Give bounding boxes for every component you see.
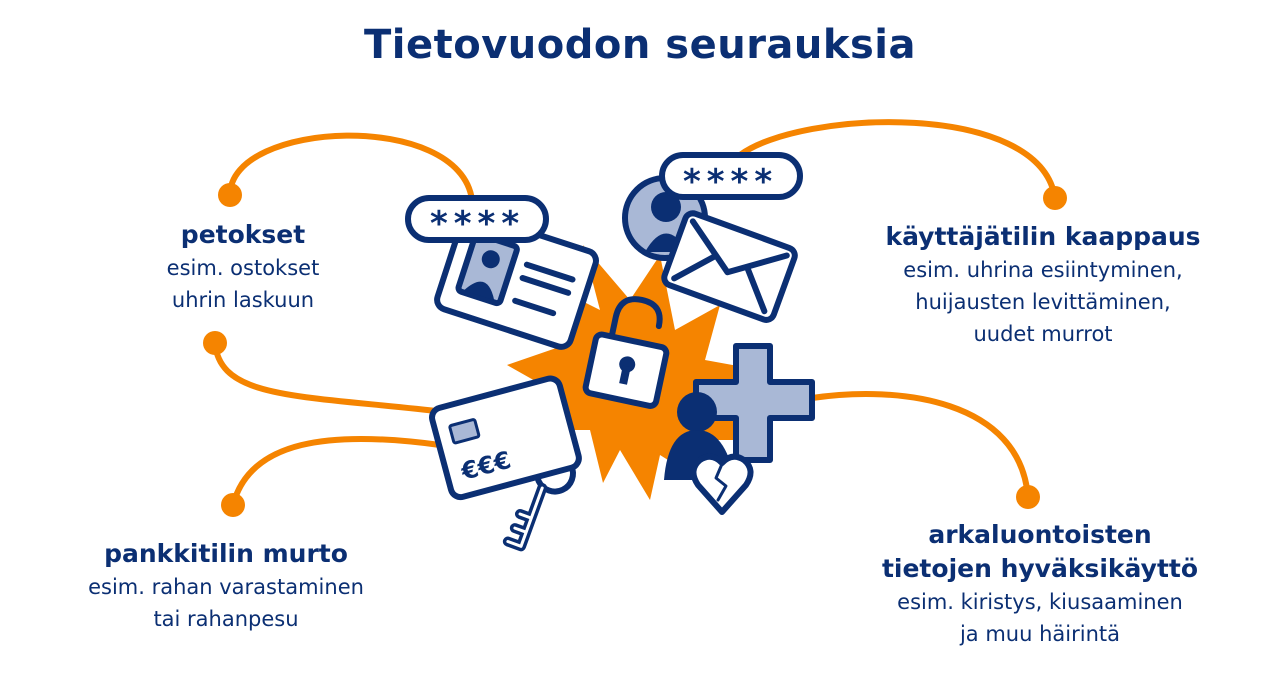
consequence-text: esim. kiristys, kiusaaminen bbox=[897, 590, 1183, 614]
broken-heart-icon bbox=[690, 453, 754, 515]
credit-card-icon: €€€ bbox=[429, 375, 582, 501]
connector-dots bbox=[203, 183, 1067, 517]
connector-pankkitili bbox=[230, 435, 443, 508]
connector-arkaluontoiset bbox=[809, 391, 1031, 500]
dot-icon bbox=[221, 493, 245, 517]
envelope-icon bbox=[661, 210, 798, 323]
consequence-heading: tietojen hyväksikäyttö bbox=[881, 554, 1199, 583]
connector-petokset-top bbox=[227, 132, 475, 203]
consequence-text: tai rahanpesu bbox=[153, 607, 299, 631]
medical-cross-icon bbox=[693, 343, 815, 463]
consequence-text: esim. rahan varastaminen bbox=[88, 575, 364, 599]
consequence-kayttajatilin-kaappaus: käyttäjätilin kaappaus esim. uhrina esii… bbox=[885, 220, 1200, 350]
connector-kayttajatili bbox=[737, 119, 1058, 201]
id-card-icon bbox=[434, 210, 599, 350]
dot-icon bbox=[1016, 485, 1040, 509]
consequence-text: esim. uhrina esiintyminen, bbox=[903, 258, 1183, 282]
consequence-heading: käyttäjätilin kaappaus bbox=[885, 222, 1201, 251]
svg-text:****: **** bbox=[430, 204, 525, 244]
consequence-text: uhrin laskuun bbox=[171, 288, 315, 312]
consequence-text: huijausten levittäminen, bbox=[915, 290, 1171, 314]
consequence-text: esim. ostokset bbox=[166, 256, 320, 280]
consequence-heading: pankkitilin murto bbox=[104, 539, 348, 568]
dot-icon bbox=[203, 331, 227, 355]
consequence-petokset: petokset esim. ostokset uhrin laskuun bbox=[167, 218, 320, 316]
consequence-arkaluontoiset-tiedot: arkaluontoisten tietojen hyväksikäyttö e… bbox=[882, 518, 1198, 650]
password-field-icon: **** bbox=[405, 195, 549, 244]
dot-icon bbox=[218, 183, 242, 207]
consequence-text: uudet murrot bbox=[973, 322, 1113, 346]
consequence-pankkitilin-murto: pankkitilin murto esim. rahan varastamin… bbox=[88, 537, 364, 635]
consequence-text: ja muu häirintä bbox=[959, 622, 1121, 646]
svg-text:****: **** bbox=[683, 162, 778, 202]
connector-lines bbox=[212, 119, 1058, 508]
page-title: Tietovuodon seurauksia bbox=[364, 22, 916, 68]
consequence-heading: arkaluontoisten bbox=[928, 520, 1152, 549]
consequence-heading: petokset bbox=[180, 220, 306, 249]
connector-petokset-bottom bbox=[212, 340, 448, 415]
dot-icon bbox=[1043, 186, 1067, 210]
password-field-icon: **** bbox=[659, 152, 803, 202]
open-padlock-icon bbox=[582, 296, 670, 409]
